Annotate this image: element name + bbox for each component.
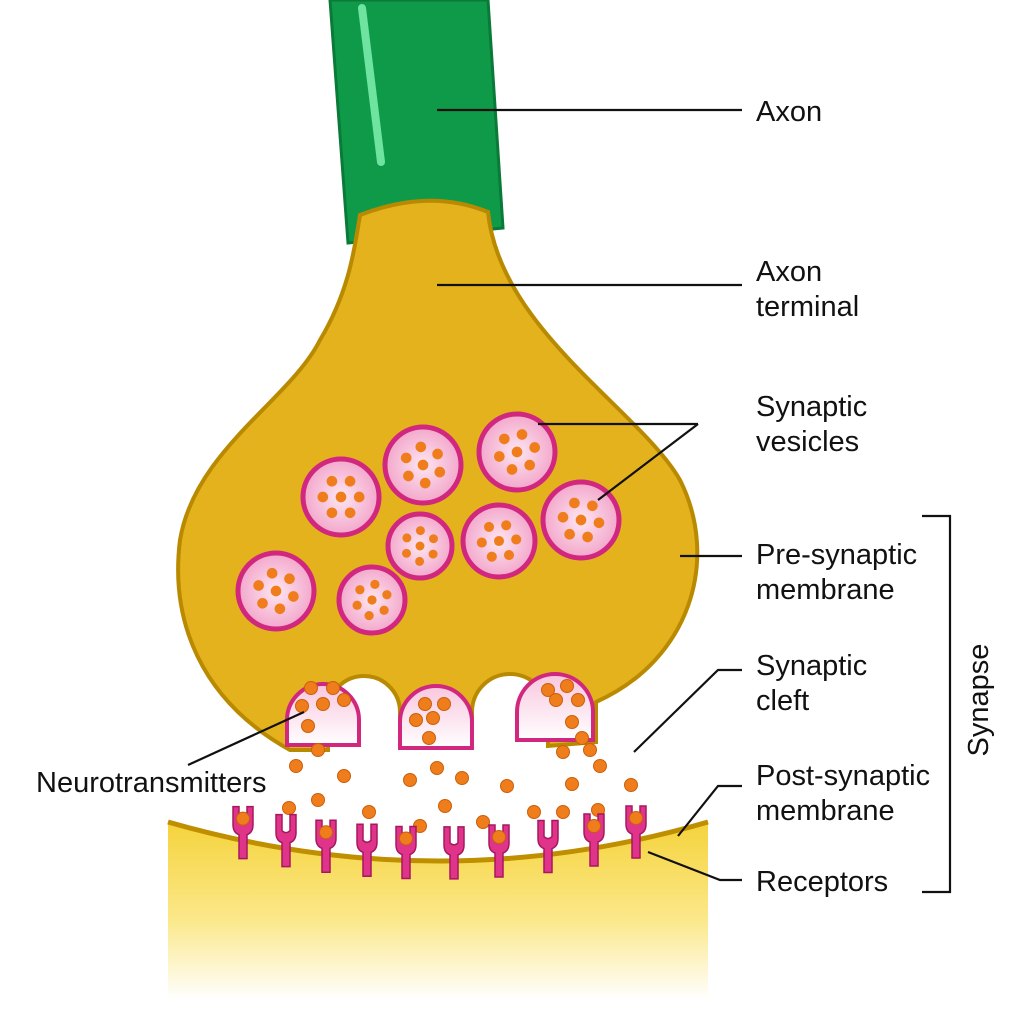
- receptor: [275, 813, 297, 868]
- neurotransmitter-dot: [556, 745, 570, 759]
- neurotransmitter-dot: [337, 693, 351, 707]
- neurotransmitter-dot: [527, 805, 541, 819]
- receptor: [356, 823, 378, 878]
- receptor: [315, 819, 337, 874]
- neurotransmitter-dot: [571, 693, 585, 707]
- neurotransmitter-dot: [337, 769, 351, 783]
- label-axon-terminal-line2: terminal: [756, 291, 859, 323]
- synaptic-vesicle: [336, 564, 408, 636]
- postsynaptic-neuron: [168, 822, 708, 1000]
- neurotransmitter-dot: [455, 771, 469, 785]
- neurotransmitter-dot: [541, 683, 555, 697]
- receptor: [232, 805, 254, 860]
- synaptic-vesicle: [476, 411, 558, 493]
- label-axon: Axon: [756, 96, 822, 128]
- label-neurotransmitters: Neurotransmitters: [36, 767, 266, 799]
- receptors: [232, 805, 647, 880]
- neurotransmitter-dot: [476, 815, 490, 829]
- receptor: [443, 826, 465, 880]
- synaptic-vesicle: [540, 479, 622, 561]
- synaptic-vesicle: [300, 456, 382, 538]
- neurotransmitter-dot: [311, 793, 325, 807]
- label-synaptic-vesicles-line2: vesicles: [756, 426, 859, 458]
- label-synaptic-vesicles-line1: Synaptic: [756, 391, 867, 423]
- neurotransmitter-dot: [593, 759, 607, 773]
- neurotransmitter-dot: [500, 779, 514, 793]
- neurotransmitter-dot: [583, 743, 597, 757]
- synaptic-vesicles: [235, 411, 622, 636]
- neurotransmitter-dot: [438, 799, 452, 813]
- receptor: [395, 825, 417, 880]
- neurotransmitter-dot: [624, 778, 638, 792]
- neurotransmitter-dot: [362, 805, 376, 819]
- axon: [328, 0, 505, 245]
- receptor: [625, 805, 647, 859]
- neurotransmitters: [282, 679, 638, 833]
- neurotransmitter-dot: [311, 743, 325, 757]
- neurotransmitter-dot: [409, 713, 423, 727]
- receptor: [488, 824, 510, 878]
- label-presynaptic-line2: membrane: [756, 574, 895, 606]
- label-postsynaptic-line1: Post-synaptic: [756, 760, 930, 792]
- neurotransmitter-dot: [426, 711, 440, 725]
- receptor: [583, 813, 605, 867]
- neurotransmitter-dot: [289, 759, 303, 773]
- neurotransmitter-dot: [430, 761, 444, 775]
- neurotransmitter-dot: [556, 805, 570, 819]
- label-presynaptic-line1: Pre-synaptic: [756, 539, 917, 571]
- label-synaptic-cleft-line2: cleft: [756, 685, 809, 717]
- synaptic-vesicle: [385, 511, 455, 581]
- neurotransmitter-dot: [422, 731, 436, 745]
- receptor: [537, 819, 559, 874]
- label-postsynaptic-line2: membrane: [756, 795, 895, 827]
- label-synaptic-cleft-line1: Synaptic: [756, 650, 867, 682]
- label-receptors: Receptors: [756, 866, 888, 898]
- neurotransmitter-dot: [326, 681, 340, 695]
- label-synapse: Synapse: [963, 644, 995, 757]
- synaptic-vesicle: [382, 424, 464, 506]
- neurotransmitter-dot: [304, 681, 318, 695]
- neurotransmitter-dot: [565, 715, 579, 729]
- neurotransmitter-dot: [565, 777, 579, 791]
- label-axon-terminal-line1: Axon: [756, 256, 822, 288]
- neurotransmitter-dot: [301, 719, 315, 733]
- neurotransmitter-dot: [418, 697, 432, 711]
- synapse-bracket: [922, 514, 952, 894]
- neurotransmitter-dot: [549, 693, 563, 707]
- neurotransmitter-dot: [295, 699, 309, 713]
- neurotransmitter-dot: [575, 731, 589, 745]
- neurotransmitter-dot: [437, 697, 451, 711]
- neurotransmitter-dot: [403, 773, 417, 787]
- leader-lines: [187, 108, 742, 882]
- neurotransmitter-dot: [560, 679, 574, 693]
- neurotransmitter-dot: [316, 697, 330, 711]
- synaptic-vesicle: [235, 550, 317, 632]
- synaptic-vesicle: [460, 502, 538, 580]
- neurotransmitter-dot: [282, 801, 296, 815]
